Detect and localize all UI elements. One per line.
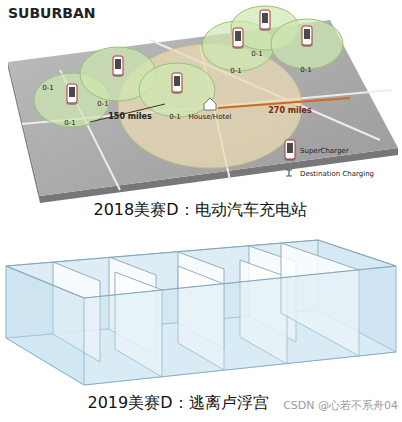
box-top-edge: [6, 240, 396, 298]
charger-icon: [171, 73, 183, 94]
box-front: [84, 266, 396, 385]
map-plane: [8, 6, 398, 203]
count-label: 0-1: [97, 100, 108, 108]
chargers: [66, 10, 313, 105]
charger-icon: [66, 84, 78, 105]
charger-icon: [232, 28, 244, 49]
charger-icon: [259, 10, 271, 31]
charger-icon: [301, 26, 313, 47]
range-circle: [271, 19, 343, 69]
charger-circles: [34, 6, 343, 127]
house-shape: [204, 98, 216, 110]
legend-text: Destination Charging: [300, 170, 374, 178]
distance-label: 270 miles: [268, 106, 312, 115]
legend-charger-icon: [284, 140, 296, 161]
legend-text: SuperCharger: [300, 147, 349, 155]
count-label: 0-1: [251, 50, 262, 58]
house-icon: [204, 98, 216, 110]
count-label: 0-1: [230, 67, 241, 75]
map-title: SUBURBAN: [8, 5, 96, 21]
legend-destination-icon: [286, 170, 292, 176]
count-label: 0-1: [64, 119, 75, 127]
plane-top: [8, 20, 398, 196]
plug-symbol: [286, 170, 292, 176]
caption: 2019美赛D：逃离卢浮宫: [87, 394, 268, 412]
distance-label: 150 miles: [108, 112, 152, 121]
watermark: CSDN @心若不系舟04: [283, 400, 398, 413]
charger-icon: [112, 56, 124, 77]
range-circle: [139, 63, 215, 117]
count-label: 0-1: [42, 84, 53, 92]
building-box: [6, 240, 396, 385]
count-label: 0-1: [300, 66, 311, 74]
caption: 2018美赛D：电动汽车充电站: [93, 201, 306, 219]
place-label: House/Hotel: [189, 113, 232, 121]
box-side: [6, 266, 84, 385]
count-label: 0-1: [169, 113, 180, 121]
roads: [22, 40, 392, 190]
